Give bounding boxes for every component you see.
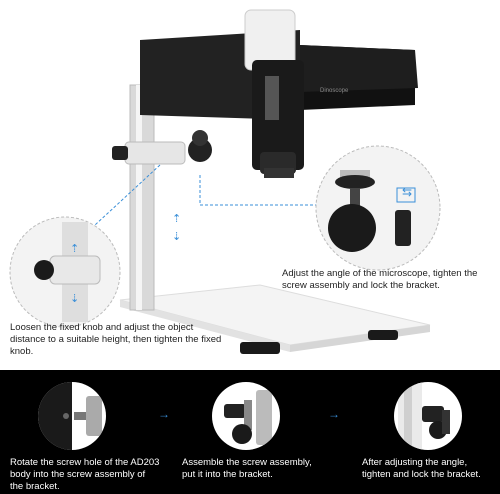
step-1-image <box>38 382 106 450</box>
step-arrow-1-icon: → <box>158 407 170 421</box>
pole-clamp <box>124 141 186 165</box>
down-arrow-icon: ⇣ <box>172 231 181 243</box>
device-brand-label: Dinoscope <box>320 88 349 94</box>
fixed-knob <box>112 146 128 160</box>
step-arrow-2-icon: → <box>328 407 340 421</box>
step-1-label: Rotate the screw hole of the AD203 body … <box>10 457 160 492</box>
step-2-label: Assemble the screw assembly, put it into… <box>182 457 312 480</box>
step-3-image <box>394 382 462 450</box>
callout-left-text: Loosen the fixed knob and adjust the obj… <box>10 322 222 357</box>
svg-text:⇡: ⇡ <box>70 243 79 255</box>
microscope-stand-illustration: ⇡ ⇣ ⇆ ⇡ ⇣ <box>9 9 441 354</box>
assembly-steps-panel: Rotate the screw hole of the AD203 body … <box>0 370 500 494</box>
screw-detail-circle <box>315 145 441 271</box>
step-3-label: After adjusting the angle, tighten and l… <box>362 457 481 480</box>
step-2-image <box>212 382 280 450</box>
up-arrow-icon: ⇡ <box>172 213 181 225</box>
product-illustration-panel: ⇡ ⇣ ⇆ ⇡ ⇣ Dinoscope Adjust the angle of … <box>9 9 478 357</box>
svg-text:⇣: ⇣ <box>70 293 79 305</box>
rotate-screw-icon: ⇆ <box>402 185 412 199</box>
callout-right-text: Adjust the angle of the microscope, tigh… <box>282 268 478 291</box>
